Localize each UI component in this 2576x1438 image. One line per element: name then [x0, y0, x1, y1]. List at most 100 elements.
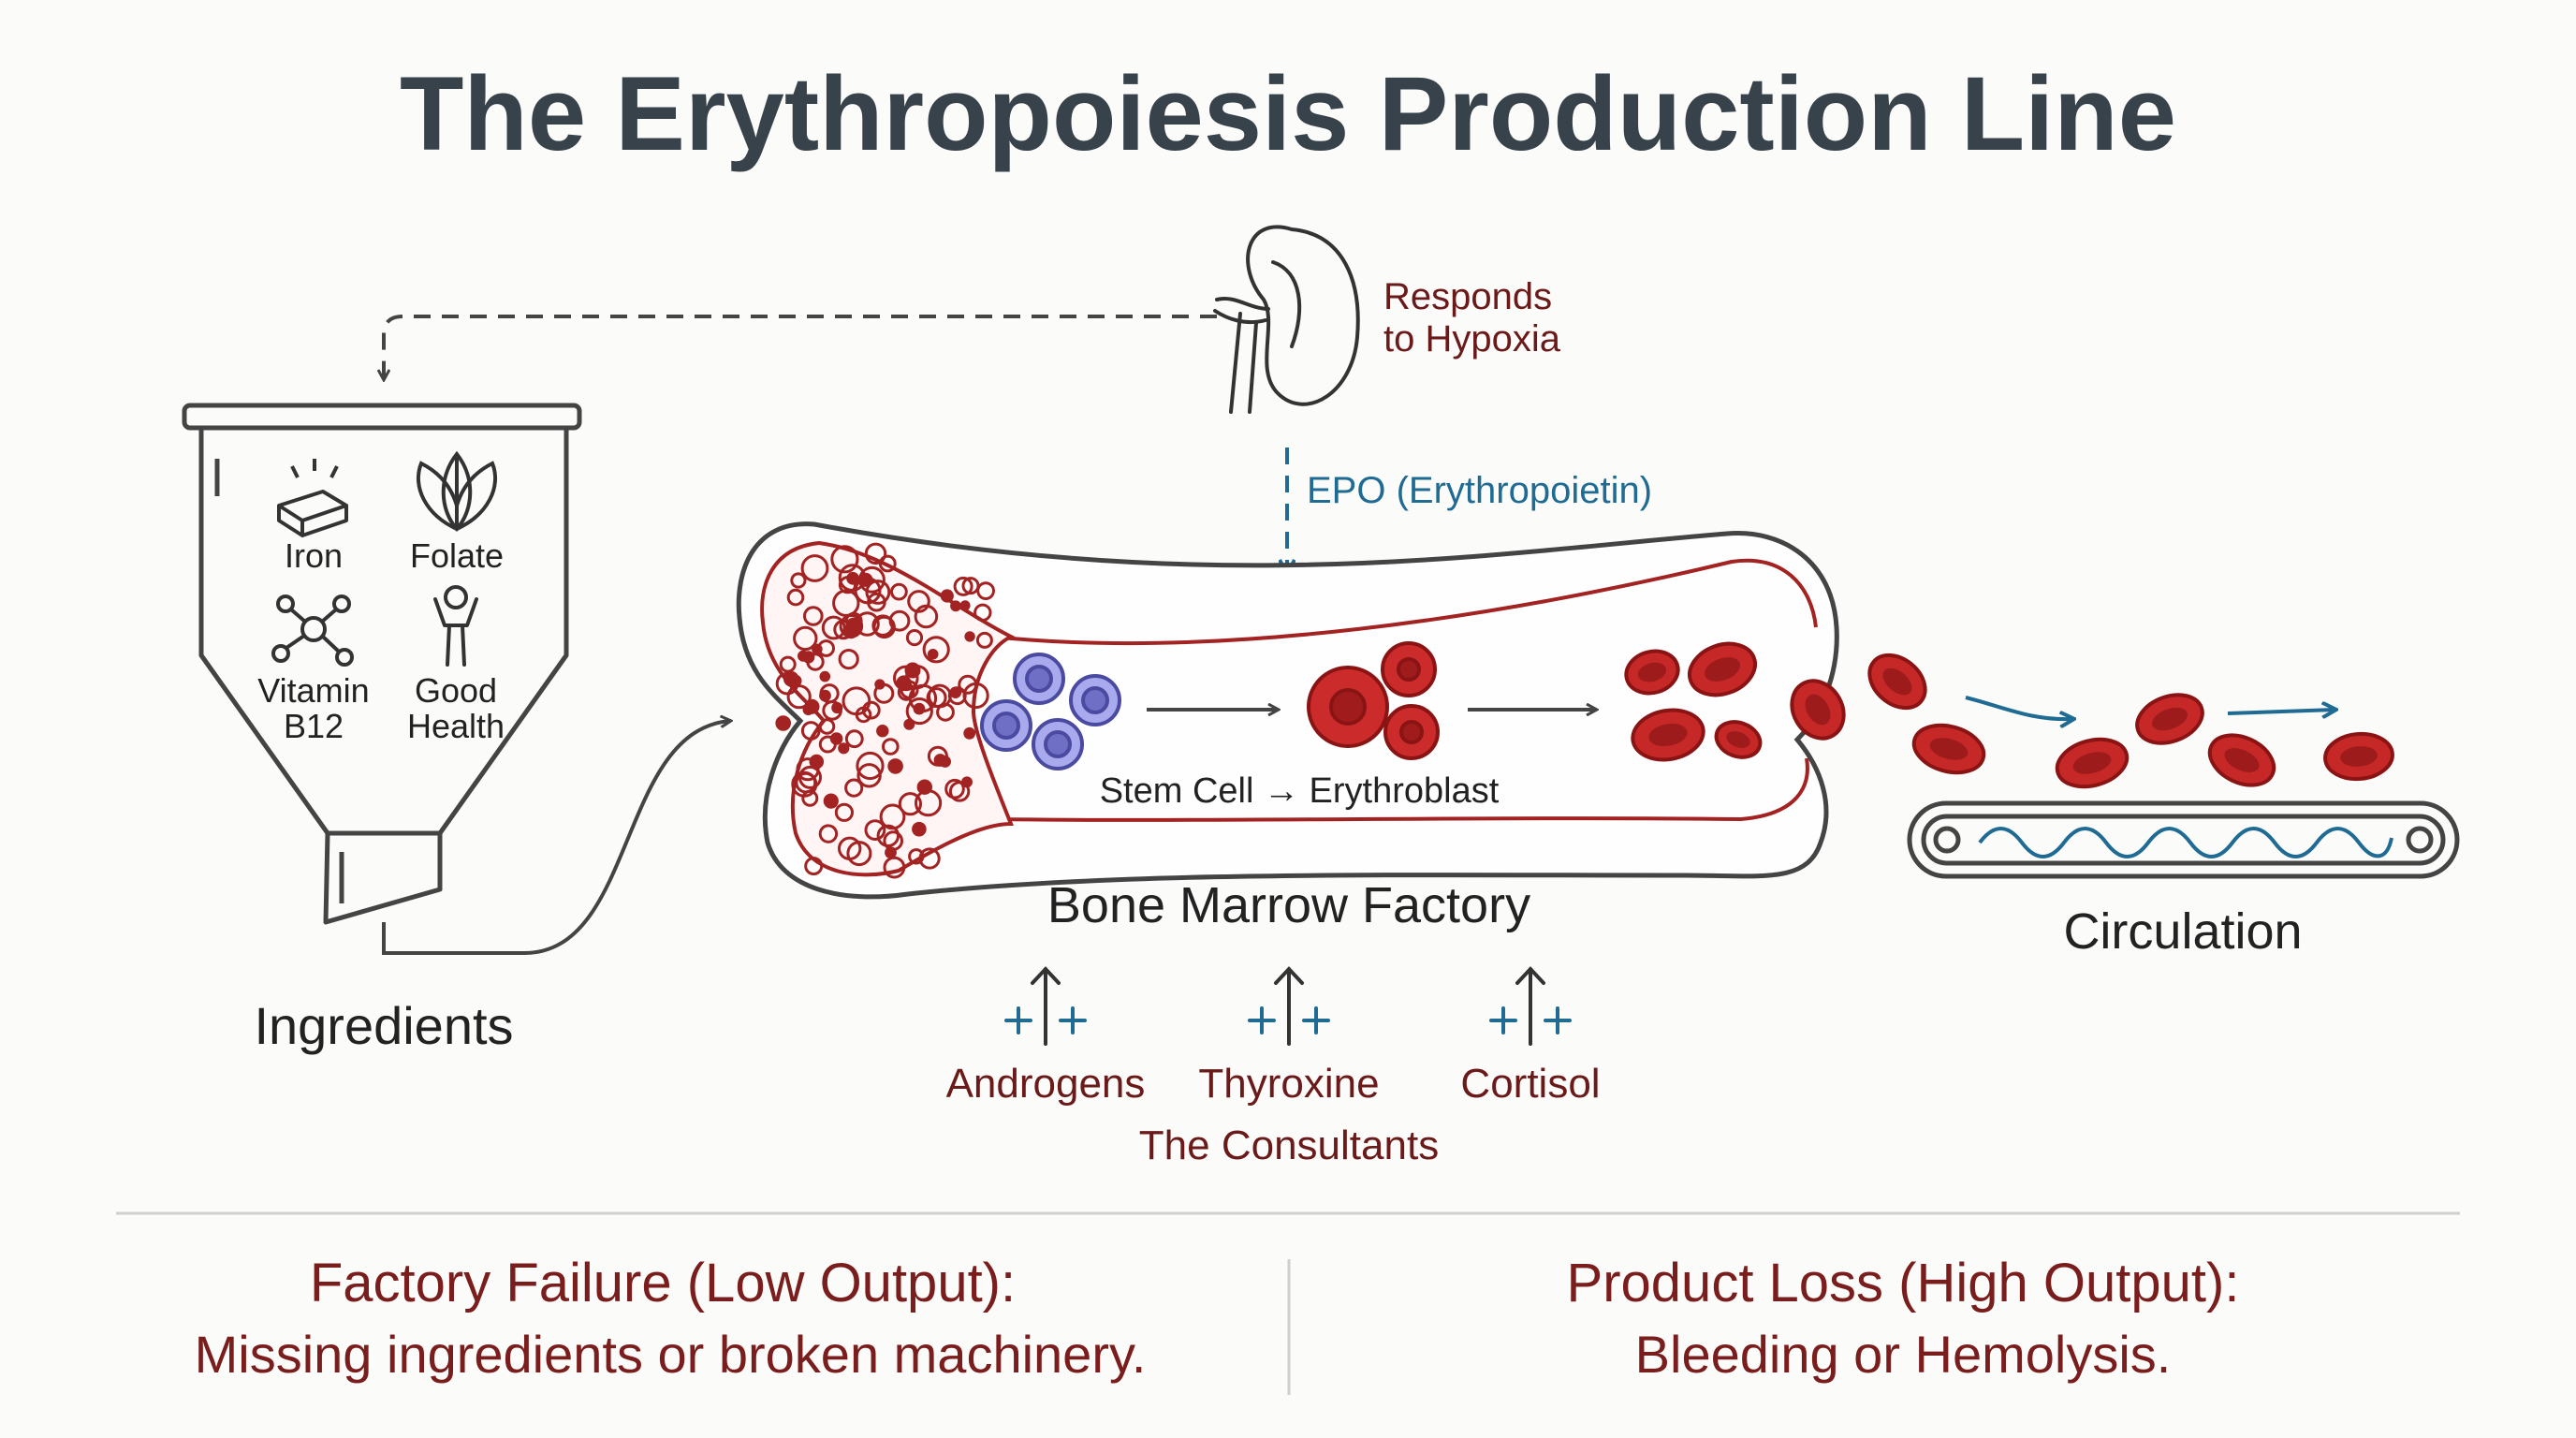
- factory-label: Bone Marrow Factory: [1047, 877, 1530, 933]
- bone-pore: [927, 649, 939, 660]
- bone-pore: [883, 856, 906, 879]
- bone-pore: [890, 582, 908, 601]
- bone-pore: [779, 655, 797, 673]
- ingredient-iron-label: Iron: [285, 536, 343, 575]
- bone-pore: [873, 682, 895, 704]
- bone-pore: [876, 824, 900, 847]
- red-blood-cell: [2055, 737, 2130, 789]
- bone-outline: [736, 521, 1839, 900]
- bone-pore: [800, 554, 829, 582]
- bone-pore: [867, 592, 886, 612]
- bone-pore: [882, 738, 900, 756]
- ingredients-feed-arrow: [382, 721, 730, 955]
- red-blood-cell: [1714, 720, 1763, 759]
- consultant-androgens: Androgens: [946, 1061, 1146, 1107]
- person-icon: [433, 585, 478, 667]
- bone-pore: [795, 771, 817, 794]
- bone-pore: [964, 631, 975, 642]
- ingredient-folate-label: Folate: [410, 536, 504, 575]
- bone-pore: [961, 577, 980, 595]
- bone-pore: [905, 629, 924, 647]
- consultant-thyroxine: Thyroxine: [1198, 1061, 1379, 1107]
- bone-pore: [822, 700, 842, 721]
- bone-pore: [878, 554, 897, 573]
- red-blood-cell: [1688, 641, 1757, 697]
- bone-pore: [953, 576, 973, 596]
- bone-pore: [915, 789, 943, 817]
- bone-pore: [775, 715, 792, 731]
- bone-pore: [885, 846, 897, 859]
- bone-pore: [804, 857, 824, 876]
- bone-pore: [803, 606, 824, 626]
- bone-pore: [948, 781, 971, 802]
- red-blood-cell: [1790, 679, 1846, 741]
- bone-pore: [855, 706, 872, 724]
- red-blood-cell: [1631, 708, 1705, 762]
- bone-pore: [900, 680, 919, 699]
- bone-pore: [844, 778, 864, 798]
- ingredient-b12-label-line2: B12: [284, 707, 344, 745]
- bone-pore: [918, 847, 941, 870]
- bone-pore: [887, 758, 903, 774]
- bone-pore: [830, 545, 859, 574]
- bone-pore: [858, 565, 886, 594]
- consultant-cortisol-marker: [1489, 966, 1572, 1046]
- bone-pore: [914, 604, 939, 629]
- bone-pore: [888, 609, 911, 632]
- circulation-label: Circulation: [2063, 903, 2302, 960]
- bone-pore: [856, 751, 885, 781]
- bone-pore: [855, 611, 880, 637]
- bone-pore: [838, 576, 857, 594]
- spongy-bone-pores: [775, 542, 995, 879]
- bone-pore: [861, 700, 881, 720]
- ingredient-health-label-line1: Good: [415, 671, 497, 710]
- bone-pore: [838, 742, 850, 755]
- consultants-label: The Consultants: [1139, 1123, 1439, 1168]
- bone-pore: [783, 670, 799, 687]
- bone-pore: [936, 702, 955, 722]
- bone-pore: [823, 793, 839, 809]
- bone-pore: [962, 682, 989, 710]
- erythroblasts: [1307, 641, 1440, 760]
- red-blood-cell: [2323, 731, 2394, 782]
- bone-pore: [913, 702, 926, 715]
- ingredient-health-label-line2: Health: [407, 707, 505, 745]
- red-blood-cell: [1867, 653, 1927, 711]
- bone-pore: [876, 725, 889, 738]
- bone-pore: [793, 625, 818, 652]
- bone-pore: [817, 639, 835, 657]
- bone-pore: [786, 588, 805, 607]
- bone-pore: [818, 824, 839, 844]
- bone-pore: [864, 819, 886, 841]
- red-blood-cell: [1911, 723, 1986, 775]
- kidney-label-line1: Responds: [1383, 276, 1552, 317]
- red-blood-cell: [1624, 649, 1680, 696]
- bone-pore: [973, 603, 992, 622]
- bone-pore: [912, 821, 927, 837]
- ingredient-b12-label-line1: Vitamin: [257, 671, 369, 710]
- bone-pore: [818, 718, 836, 735]
- bone-pore: [897, 683, 915, 701]
- factory-failure-body: Missing ingredients or broken machinery.: [195, 1325, 1147, 1384]
- red-blood-cell: [2207, 733, 2276, 787]
- iron-bar-icon: [277, 459, 348, 537]
- page-title: The Erythropoiesis Production Line: [400, 55, 2176, 172]
- product-loss-heading: Product Loss (High Output):: [1567, 1253, 2240, 1313]
- bone-pore: [800, 721, 821, 741]
- consultant-cortisol: Cortisol: [1460, 1061, 1600, 1107]
- bone-pore: [975, 631, 993, 649]
- circulation-conveyor: [1907, 800, 2460, 879]
- bone-pore: [927, 745, 948, 767]
- bone-pore: [940, 589, 954, 603]
- release-arrow-2: [2227, 710, 2335, 713]
- bone-pore: [790, 572, 807, 589]
- bone-pore: [821, 615, 846, 640]
- consultant-androgens-marker: [1004, 966, 1087, 1046]
- kidney-icon: [1213, 225, 1360, 414]
- hopper-label: Ingredients: [254, 996, 513, 1055]
- bone-pore: [908, 848, 925, 865]
- bone-pore: [904, 662, 921, 679]
- bone-pore: [959, 600, 971, 611]
- bone-pore: [926, 687, 947, 709]
- feedback-arrow: [384, 315, 1217, 379]
